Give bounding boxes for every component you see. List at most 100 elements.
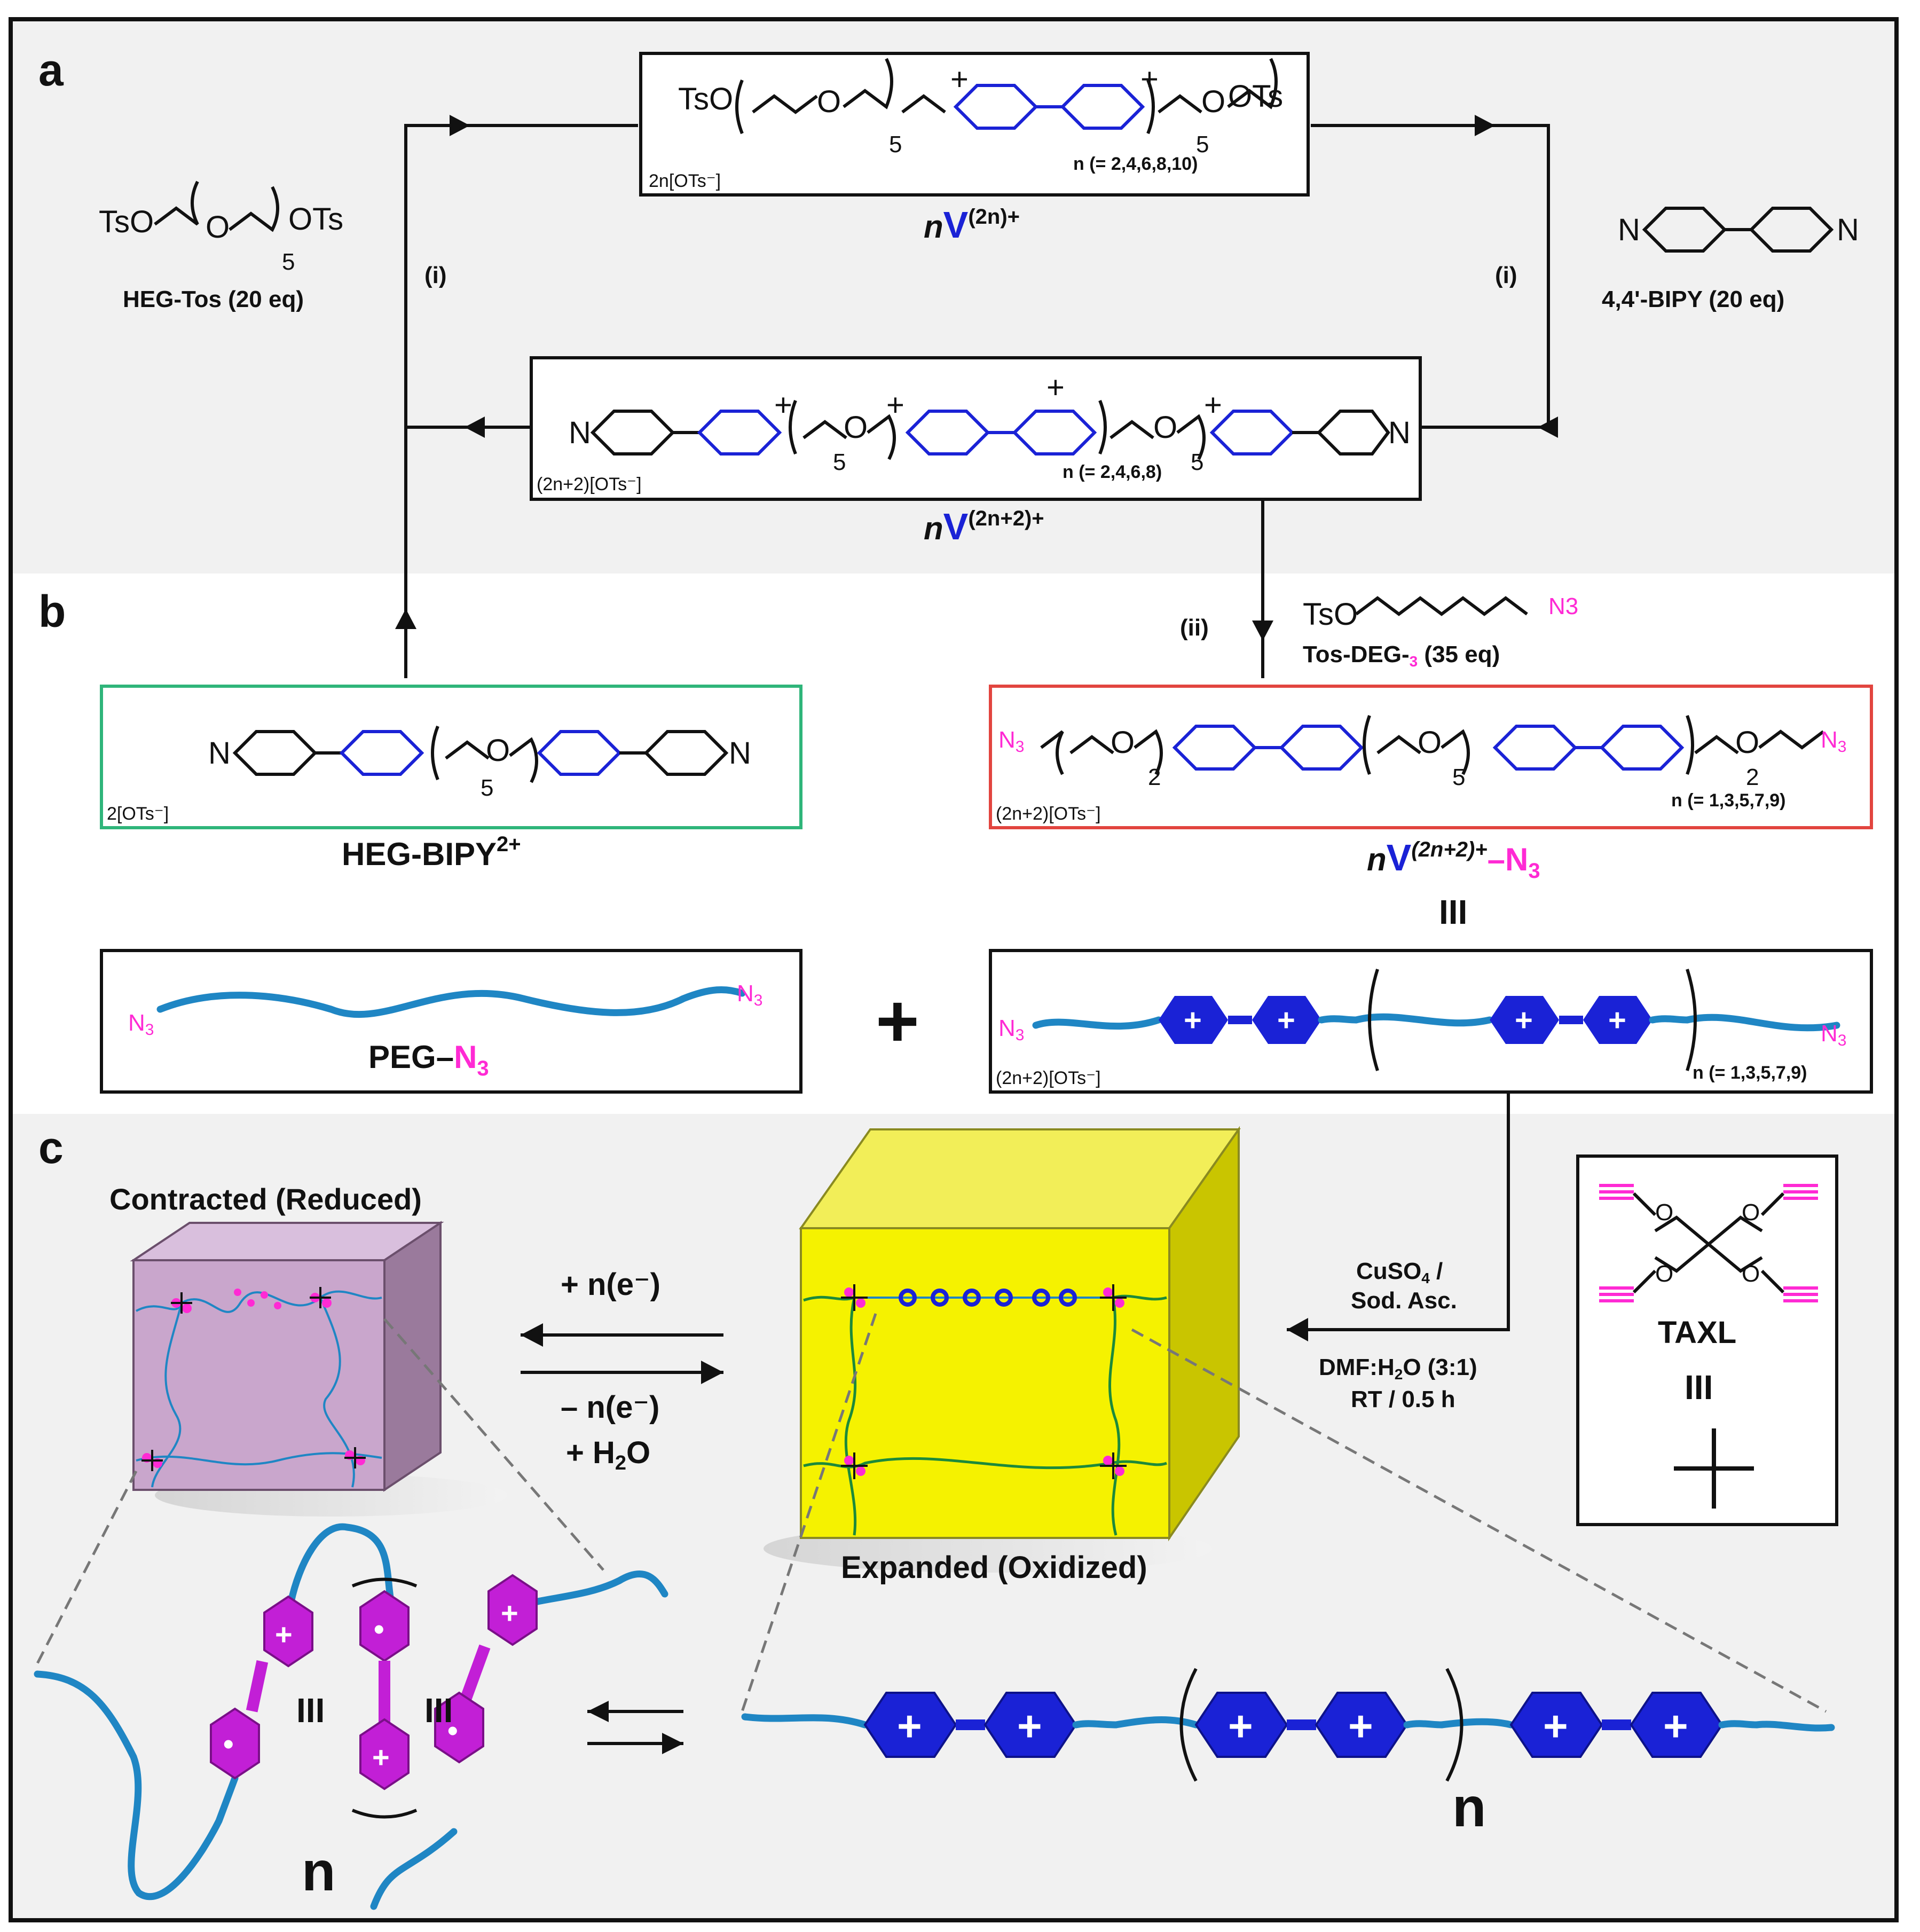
svg-text:N: N (729, 736, 751, 771)
arrow-head-to-expanded (1287, 1318, 1308, 1341)
svg-text:RT / 0.5 h: RT / 0.5 h (1351, 1386, 1455, 1412)
svg-text:2: 2 (1746, 764, 1759, 790)
svg-text:5: 5 (833, 449, 846, 475)
svg-text:+: + (1184, 1003, 1202, 1038)
svg-text:N: N (1618, 213, 1640, 247)
svg-text:O: O (1742, 1199, 1760, 1226)
middle-compound-label: nV(2n+2)+ (924, 506, 1044, 547)
azide-viologen-label: nV(2n+2)+–N3 (1367, 837, 1540, 883)
arrow-head-right-top (1475, 115, 1495, 136)
svg-text:n: n (302, 1841, 336, 1903)
zoom-lines-left (36, 1318, 604, 1664)
bipy-reagent: N N 4,4'-BIPY (20 eq) (1602, 207, 1859, 312)
tos-deg-n3-reagent: TsO N3 Tos-DEG-3 (35 eq) (1303, 593, 1578, 670)
svg-text:n (= 1,3,5,7,9): n (= 1,3,5,7,9) (1671, 790, 1786, 811)
expanded-hydrogel (764, 1126, 1241, 1573)
step-i-left: (i) (424, 262, 447, 288)
svg-text:+: + (275, 1617, 293, 1651)
reduced-viologen-3: + • (434, 1574, 538, 1764)
svg-text:5: 5 (1452, 764, 1465, 790)
oxidized-viologen-1: + + (863, 1692, 1077, 1758)
arrow-to-expanded (1287, 1092, 1510, 1331)
svg-text:(2n+2)[OTs⁻]: (2n+2)[OTs⁻] (537, 474, 642, 494)
viologen-cartoon-box: + + + + N3 N3 (2n+2)[OTs⁻] n (= 1,3,5,7,… (989, 949, 1873, 1094)
svg-text:•: • (374, 1612, 384, 1646)
svg-text:+: + (897, 1702, 922, 1750)
svg-text:n: n (1452, 1777, 1486, 1839)
arrow-head-eq-right (662, 1733, 683, 1754)
svg-text:N: N (569, 415, 591, 450)
plus-sign-b: + (876, 979, 919, 1063)
svg-text:N3: N3 (1548, 593, 1578, 619)
svg-text:OTs: OTs (288, 202, 343, 237)
heg-bipy-box: N O 5 N 2[OTs⁻] (100, 685, 802, 829)
arrow-head-reduce (521, 1323, 543, 1347)
arrow-head-up (395, 609, 416, 629)
reaction-conditions: CuSO4 / Sod. Asc. DMF:H2O (3:1) RT / 0.5… (1319, 1258, 1477, 1412)
svg-text:+: + (1348, 1702, 1373, 1750)
oxidized-zoom: + + + + + + n (741, 1668, 1835, 1839)
arrow-loop-left (404, 124, 638, 678)
svg-text:O: O (1655, 1199, 1673, 1226)
svg-text:PEG–N3: PEG–N3 (368, 1039, 489, 1080)
svg-text:DMF:H2O (3:1): DMF:H2O (3:1) (1319, 1354, 1477, 1383)
svg-text:TsO: TsO (99, 205, 154, 239)
panel-letter-b: b (38, 586, 66, 637)
top-compound-label: nV(2n)+ (924, 204, 1020, 246)
svg-text:n (= 2,4,6,8,10): n (= 2,4,6,8,10) (1073, 154, 1198, 174)
svg-text:5: 5 (889, 131, 902, 158)
svg-text:TsO: TsO (1303, 597, 1358, 632)
svg-text:III: III (424, 1691, 453, 1730)
svg-text:+: + (1543, 1702, 1568, 1750)
contracted-hydrogel (130, 1221, 507, 1517)
reduced-viologen-2: • + (359, 1590, 410, 1790)
svg-text:+: + (950, 62, 969, 97)
svg-text:2: 2 (1148, 764, 1161, 790)
expanded-label: Expanded (Oxidized) (841, 1550, 1147, 1585)
arrow-head-eq-left (587, 1701, 609, 1722)
oxidized-viologen-2: + + (1194, 1692, 1408, 1758)
svg-text:Sod. Asc.: Sod. Asc. (1351, 1287, 1457, 1314)
svg-text:+: + (501, 1596, 518, 1630)
svg-text:n (= 2,4,6,8): n (= 2,4,6,8) (1063, 462, 1162, 482)
svg-text:O: O (1418, 725, 1442, 760)
svg-text:+: + (1277, 1003, 1295, 1038)
svg-text:N3: N3 (1821, 727, 1846, 756)
svg-text:+: + (372, 1740, 390, 1774)
cartoon-viologen-2: + + (1490, 996, 1653, 1044)
svg-text:N: N (1837, 213, 1859, 247)
reduced-viologen-1: + • (210, 1595, 313, 1780)
svg-text:•: • (447, 1714, 458, 1747)
svg-text:5: 5 (1191, 449, 1203, 475)
svg-text:N: N (208, 736, 231, 771)
svg-text:OTs: OTs (1228, 79, 1283, 114)
oxidized-viologen-3: + + (1509, 1692, 1724, 1758)
svg-text:HEG-Tos (20 eq): HEG-Tos (20 eq) (123, 286, 304, 312)
step-ii: (ii) (1180, 615, 1209, 641)
arrow-head-oxidize (701, 1361, 723, 1384)
svg-text:+: + (1140, 62, 1159, 97)
svg-text:5: 5 (481, 775, 493, 801)
svg-text:O: O (1655, 1261, 1673, 1287)
svg-text:(2n+2)[OTs⁻]: (2n+2)[OTs⁻] (996, 1068, 1101, 1088)
svg-text:N3: N3 (998, 727, 1024, 756)
svg-text:+: + (1663, 1702, 1688, 1750)
arrow-head-left-middle (465, 417, 485, 438)
svg-text:N3: N3 (128, 1010, 154, 1039)
svg-text:O: O (1735, 725, 1759, 760)
svg-text:5: 5 (282, 249, 295, 275)
svg-text:+: + (1608, 1003, 1626, 1038)
svg-text:+: + (1204, 388, 1222, 422)
svg-text:III: III (296, 1691, 325, 1730)
forward-redox-label: + n(e⁻) (561, 1267, 660, 1302)
step-i-right: (i) (1495, 262, 1517, 288)
arrow-head-left-top (450, 115, 470, 136)
svg-text:•: • (223, 1727, 234, 1761)
middle-viologen-box: N + O 5 + + O 5 + N (2n+2)[OTs⁻] n (= 2,… (530, 356, 1422, 501)
svg-text:2n[OTs⁻]: 2n[OTs⁻] (649, 171, 721, 191)
svg-text:TAXL: TAXL (1658, 1315, 1736, 1350)
cartoon-viologen-1: + + (1159, 996, 1321, 1044)
panel-letter-a: a (38, 45, 64, 95)
svg-text:CuSO4 /: CuSO4 / (1356, 1258, 1443, 1286)
